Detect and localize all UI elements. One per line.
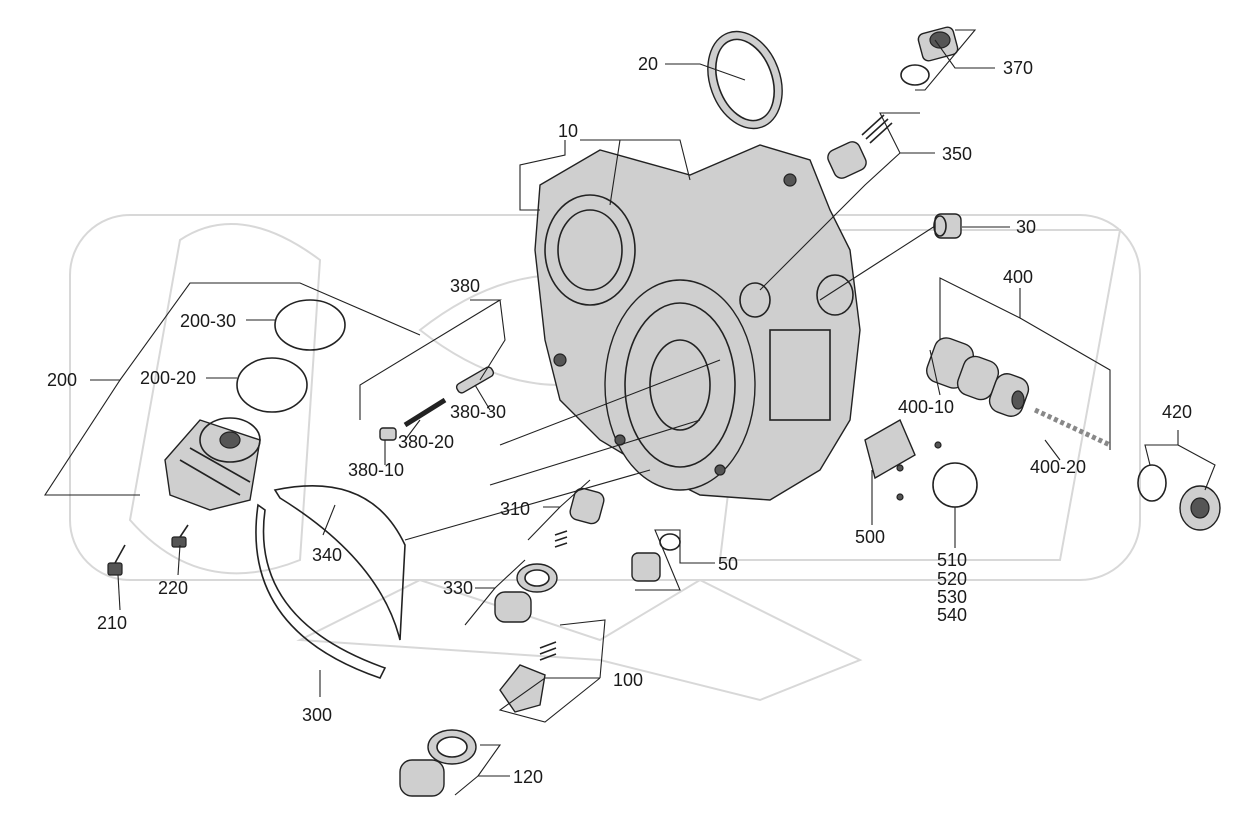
callout-330: 330 — [443, 578, 473, 598]
callout-400-10: 400-10 — [898, 397, 954, 417]
callout-20: 20 — [638, 54, 658, 74]
callout-400-20: 400-20 — [1030, 457, 1086, 477]
filter-200 — [164, 299, 346, 511]
callout-100: 100 — [613, 670, 643, 690]
plug-420 — [1137, 464, 1221, 531]
callout-340: 340 — [312, 545, 342, 565]
bushing-30 — [933, 213, 962, 239]
callout-120: 120 — [513, 767, 543, 787]
callout-370: 370 — [1003, 58, 1033, 78]
screws-210-220 — [107, 524, 189, 576]
callouts: 20 10 370 350 30 400 400-10 420 400-20 5… — [47, 54, 1192, 787]
callout-500: 500 — [855, 527, 885, 547]
plate-500 — [864, 419, 978, 508]
callout-380-10: 380-10 — [348, 460, 404, 480]
callout-520: 520 — [937, 569, 967, 589]
callout-310: 310 — [500, 499, 530, 519]
transmission-housing — [534, 144, 861, 501]
strainer-300 — [255, 503, 387, 679]
callout-30: 30 — [1016, 217, 1036, 237]
callout-200-30: 200-30 — [180, 311, 236, 331]
callout-300: 300 — [302, 705, 332, 725]
callout-380: 380 — [450, 276, 480, 296]
leader-lines — [43, 29, 1216, 796]
valve-400 — [926, 337, 1112, 448]
callout-530: 530 — [937, 587, 967, 607]
callout-50: 50 — [718, 554, 738, 574]
callout-380-30: 380-30 — [450, 402, 506, 422]
callout-380-20: 380-20 — [398, 432, 454, 452]
callout-10: 10 — [558, 121, 578, 141]
callout-420: 420 — [1162, 402, 1192, 422]
callout-200-20: 200-20 — [140, 368, 196, 388]
plug-370 — [900, 26, 959, 86]
callout-350: 350 — [942, 144, 972, 164]
spring-350 — [827, 114, 893, 179]
callout-400: 400 — [1003, 267, 1033, 287]
lower-stack — [399, 487, 605, 797]
callout-540: 540 — [937, 605, 967, 625]
callout-220: 220 — [158, 578, 188, 598]
callout-510: 510 — [937, 550, 967, 570]
callout-210: 210 — [97, 613, 127, 633]
callout-200: 200 — [47, 370, 77, 390]
